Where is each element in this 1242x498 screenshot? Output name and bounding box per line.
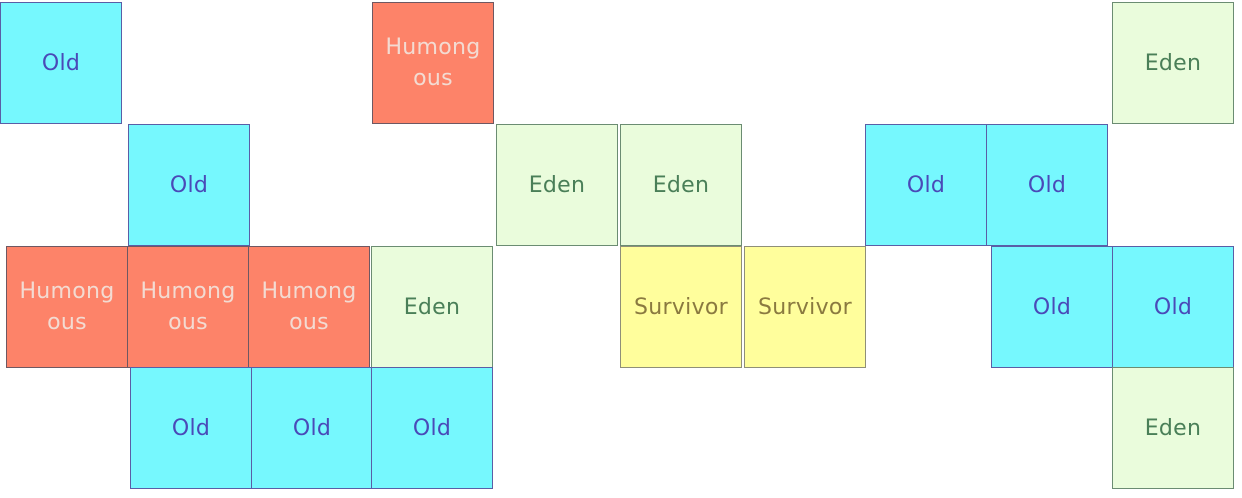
- region-label: Old: [412, 415, 452, 441]
- region-old: Old: [371, 367, 493, 489]
- region-old: Old: [128, 124, 250, 246]
- region-eden: Eden: [1112, 2, 1234, 124]
- region-old: Old: [130, 367, 252, 489]
- region-label: Old: [1153, 294, 1193, 320]
- region-label: Old: [1027, 172, 1067, 198]
- region-label: Eden: [403, 294, 461, 320]
- region-label: Old: [41, 50, 81, 76]
- region-humongous: Humong ous: [248, 246, 370, 368]
- region-label: Humong ous: [140, 279, 236, 335]
- region-old: Old: [865, 124, 987, 246]
- region-label: Eden: [652, 172, 710, 198]
- region-label: Eden: [1144, 415, 1202, 441]
- region-label: Humong ous: [261, 279, 357, 335]
- region-label: Eden: [1144, 50, 1202, 76]
- region-old: Old: [1112, 246, 1234, 368]
- region-humongous: Humong ous: [372, 2, 494, 124]
- region-label: Old: [169, 172, 209, 198]
- region-eden: Eden: [496, 124, 618, 246]
- region-eden: Eden: [1112, 367, 1234, 489]
- region-label: Survivor: [633, 294, 728, 320]
- region-eden: Eden: [620, 124, 742, 246]
- region-label: Humong ous: [385, 35, 481, 91]
- region-old: Old: [991, 246, 1113, 368]
- region-humongous: Humong ous: [6, 246, 128, 368]
- region-label: Old: [906, 172, 946, 198]
- region-eden: Eden: [371, 246, 493, 368]
- region-label: Old: [171, 415, 211, 441]
- region-humongous: Humong ous: [127, 246, 249, 368]
- region-old: Old: [251, 367, 373, 489]
- region-old: Old: [986, 124, 1108, 246]
- region-label: Survivor: [757, 294, 852, 320]
- region-label: Humong ous: [19, 279, 115, 335]
- region-label: Eden: [528, 172, 586, 198]
- region-survivor: Survivor: [620, 246, 742, 368]
- region-label: Old: [1032, 294, 1072, 320]
- region-old: Old: [0, 2, 122, 124]
- region-label: Old: [292, 415, 332, 441]
- region-survivor: Survivor: [744, 246, 866, 368]
